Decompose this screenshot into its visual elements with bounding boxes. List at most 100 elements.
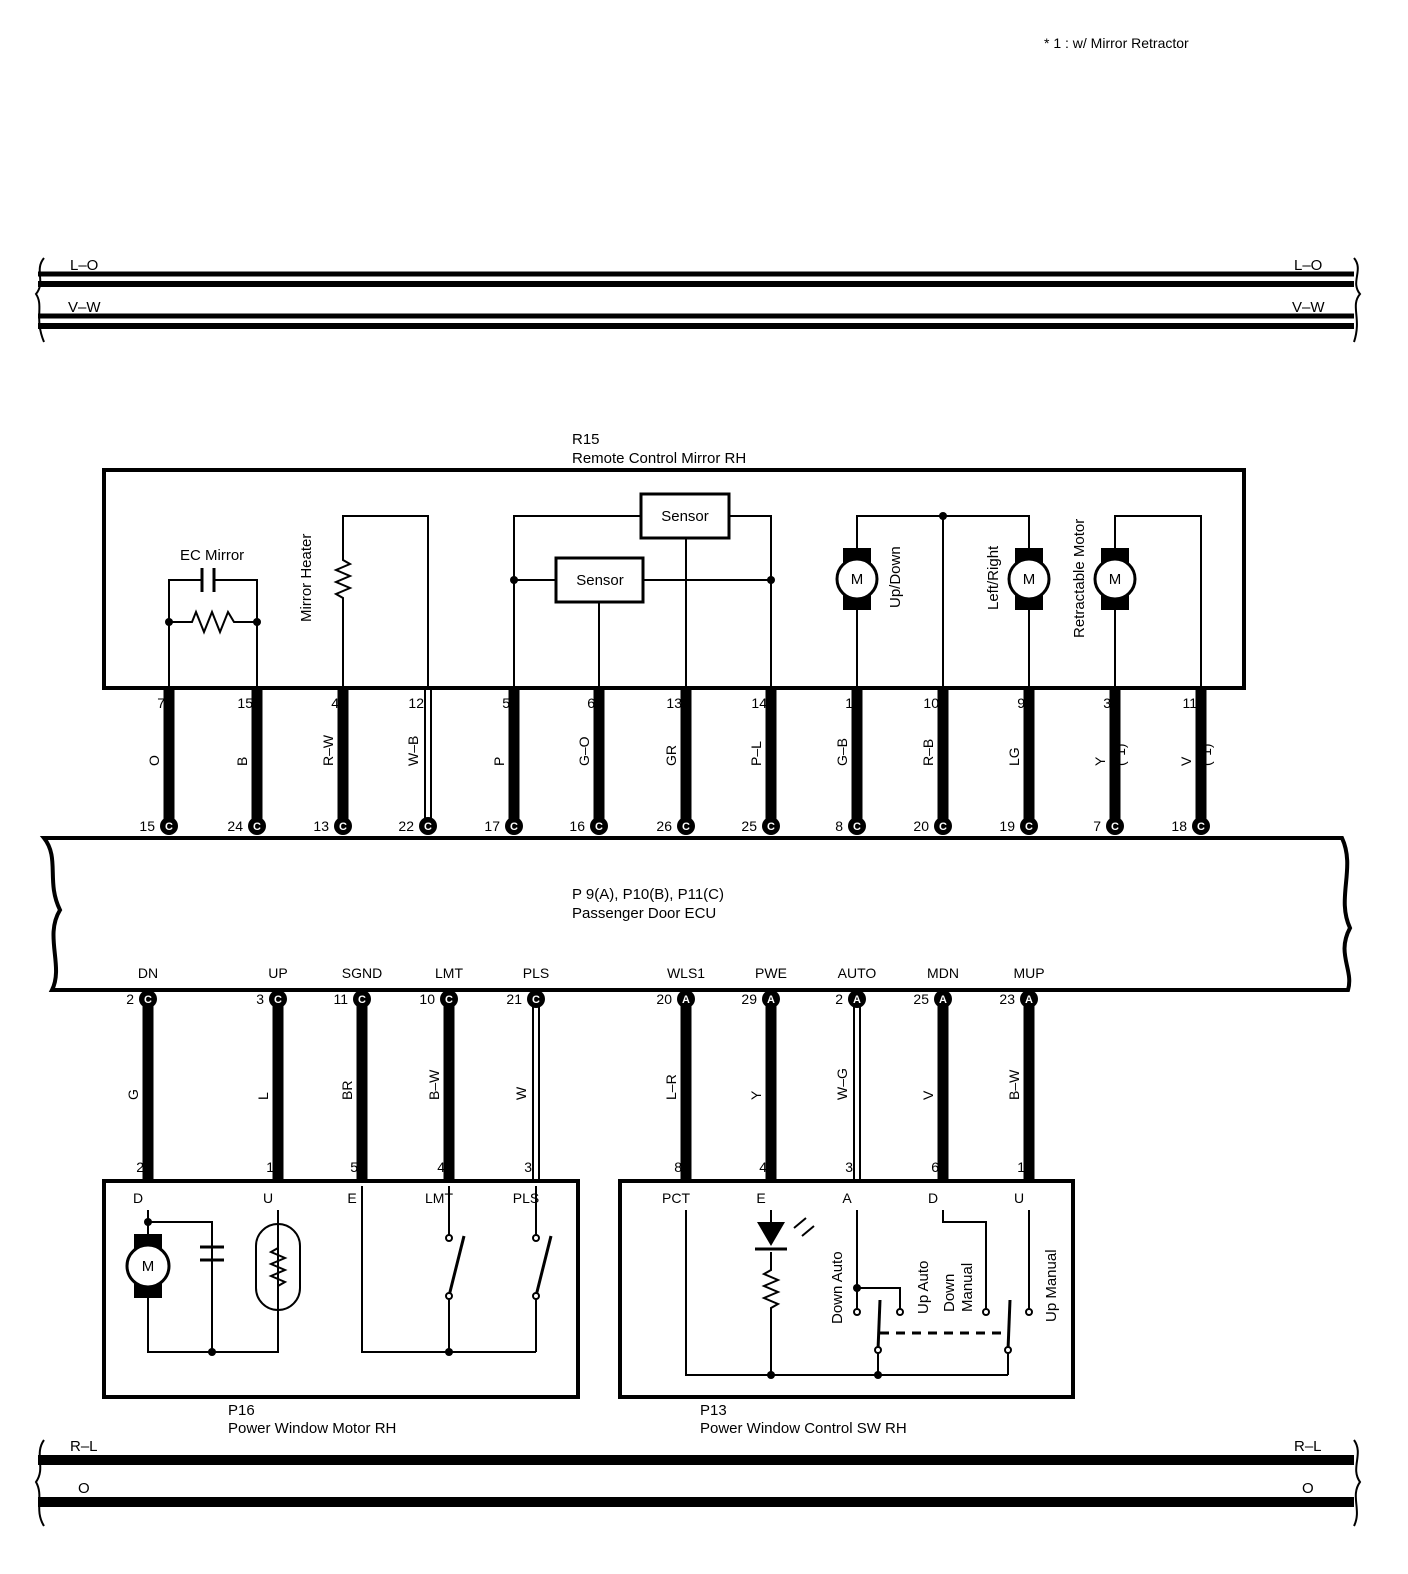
bottom-wire-4-connector-letter: C: [445, 994, 453, 1006]
bottom-wire-7-device-terminal: E: [756, 1190, 765, 1206]
down-manual-label-1: Down: [941, 1274, 958, 1312]
top-bus-lines: [34, 257, 1362, 343]
bottom-wire-2-color: L: [255, 1092, 271, 1100]
top-wire-2-pin: 15: [237, 695, 253, 711]
svg-text:Sensor: Sensor: [661, 508, 709, 525]
top-wire-3-connector: [334, 817, 352, 835]
top-wire-2-ecu-pin: 24: [227, 818, 243, 834]
bus-vw-label-left: V–W: [68, 299, 101, 316]
top-wire-13-connector: [1192, 817, 1210, 835]
bottom-wire-8-color: W–G: [834, 1068, 850, 1100]
footnote: * 1 : w/ Mirror Retractor: [1044, 35, 1189, 51]
top-wire-11-connector-letter: C: [1025, 821, 1033, 833]
bottom-wire-3-color: BR: [339, 1081, 355, 1100]
p16-junctions: [144, 1218, 453, 1356]
bottom-wire-6-ecu-pin: 20: [656, 991, 672, 1007]
top-wire-7-pin: 13: [666, 695, 682, 711]
top-wire-5-pin: 5: [502, 695, 510, 711]
top-wire-12-color: Y: [1092, 756, 1108, 766]
bottom-wire-6-pin: 8: [674, 1159, 682, 1175]
bottom-wire-2-connector: [269, 990, 287, 1008]
bottom-wire-8-connector-letter: A: [853, 994, 861, 1006]
bottom-wire-8-terminal: AUTO: [838, 965, 877, 981]
bottom-wire-10-connector: [1020, 990, 1038, 1008]
motor-power-window: M: [125, 1234, 171, 1298]
bus-rl-label-left: R–L: [70, 1438, 98, 1455]
bottom-wire-4-connector: [440, 990, 458, 1008]
bottom-wire-7-color: Y: [748, 1090, 764, 1100]
bottom-wire-5-device-terminal: PLS: [513, 1190, 539, 1206]
motor-left-right: M: [1007, 548, 1051, 610]
p16-internal-circuits: [147, 1186, 553, 1353]
r15-id: R15: [572, 431, 600, 448]
top-wire-9-connector-letter: C: [853, 821, 861, 833]
p16-box: [102, 1179, 580, 1399]
r15-internal-circuits: [168, 515, 1202, 686]
bottom-wire-4-device-terminal: LMT: [425, 1190, 453, 1206]
bottom-wire-1-connector: [139, 990, 157, 1008]
down-manual-label-2: Manual: [959, 1263, 976, 1312]
bottom-wire-10-ecu-pin: 23: [999, 991, 1015, 1007]
bottom-wire-9-pin: 6: [931, 1159, 939, 1175]
mirror-heater-label: Mirror Heater: [298, 534, 315, 622]
top-wire-13-connector-letter: C: [1197, 821, 1205, 833]
top-wire-9-connector: [848, 817, 866, 835]
bottom-wire-3-terminal: SGND: [342, 965, 382, 981]
top-wire-5-color: P: [491, 757, 507, 766]
bottom-wire-7-ecu-pin: 29: [741, 991, 757, 1007]
top-wire-5-ecu-pin: 17: [484, 818, 500, 834]
top-wire-5-connector-letter: C: [510, 821, 518, 833]
top-wire-1-connector-letter: C: [165, 821, 173, 833]
up-manual-label: Up Manual: [1043, 1249, 1060, 1322]
p16-name: Power Window Motor RH: [228, 1420, 396, 1437]
top-wire-13-pin: 11: [1182, 695, 1197, 711]
bottom-wire-6-connector: [677, 990, 695, 1008]
p13-box: [618, 1179, 1075, 1399]
bottom-wire-1-connector-letter: C: [144, 994, 152, 1006]
top-wire-8-ecu-pin: 25: [741, 818, 757, 834]
bottom-wire-10-color: B–W: [1006, 1069, 1022, 1100]
bus-lo-label-right: L–O: [1294, 257, 1322, 274]
bus-lo-label-left: L–O: [70, 257, 98, 274]
top-wire-9-color: G–B: [834, 738, 850, 766]
bottom-wire-4-terminal: LMT: [435, 965, 463, 981]
bus-o-label-left: O: [78, 1480, 90, 1497]
bottom-wire-1-terminal: DN: [138, 965, 158, 981]
svg-text:M: M: [1023, 571, 1036, 588]
bottom-wire-5-connector-letter: C: [532, 994, 540, 1006]
sensor-low: Sensor: [554, 556, 645, 604]
top-wire-1-connector: [160, 817, 178, 835]
bottom-wire-4-pin: 4: [437, 1159, 445, 1175]
p13-led: [755, 1222, 787, 1251]
top-wire-10-pin: 10: [923, 695, 939, 711]
p13-junctions: [767, 1284, 882, 1379]
bus-rl-label-right: R–L: [1294, 1438, 1322, 1455]
top-wire-1-ecu-pin: 15: [139, 818, 155, 834]
sensor-top: Sensor: [639, 492, 731, 540]
top-wire-9-ecu-pin: 8: [835, 818, 843, 834]
bottom-wire-7-connector-letter: A: [767, 994, 775, 1006]
top-wire-10-color: R–B: [920, 739, 936, 766]
bottom-wire-1-pin: 2: [136, 1159, 144, 1175]
top-wire-2-connector: [248, 817, 266, 835]
top-wire-12-note: (*1): [1112, 743, 1128, 766]
r15-box: [102, 468, 1246, 690]
top-wire-6-color: G–O: [576, 736, 592, 766]
bottom-wire-2-device-terminal: U: [263, 1190, 273, 1206]
bottom-wire-10-connector-letter: A: [1025, 994, 1033, 1006]
bottom-wire-10-pin: 1: [1017, 1159, 1025, 1175]
bottom-wire-9-color: V: [920, 1090, 936, 1100]
top-wire-3-ecu-pin: 13: [313, 818, 329, 834]
top-wire-12-connector-letter: C: [1111, 821, 1119, 833]
top-wire-9-pin: 1: [845, 695, 853, 711]
p13-name: Power Window Control SW RH: [700, 1420, 907, 1437]
top-wire-12-ecu-pin: 7: [1093, 818, 1101, 834]
bottom-wire-2-pin: 1: [266, 1159, 274, 1175]
ecu-name: Passenger Door ECU: [572, 905, 716, 922]
bottom-wire-3-connector-letter: C: [358, 994, 366, 1006]
top-wire-1-color: O: [146, 755, 162, 766]
bottom-bus-lines: [34, 1439, 1362, 1527]
up-down-label: Up/Down: [887, 546, 904, 608]
p16-id: P16: [228, 1402, 255, 1419]
top-wire-6-connector-letter: C: [595, 821, 603, 833]
